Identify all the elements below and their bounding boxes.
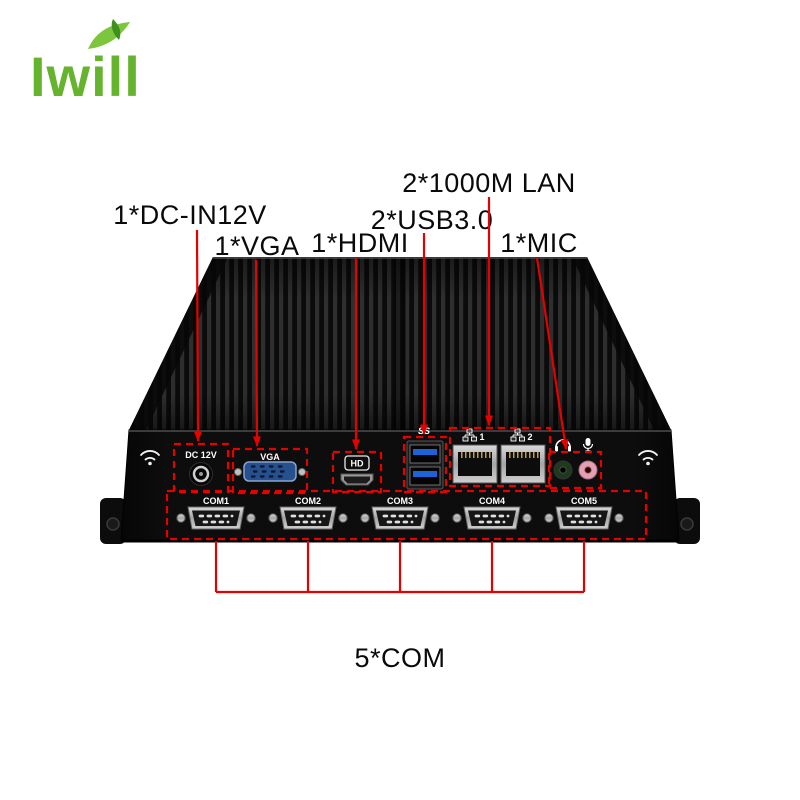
com-port-3: COM3 xyxy=(360,496,440,530)
svg-text:COM3: COM3 xyxy=(387,496,413,506)
lan-port-2: 2 xyxy=(500,428,546,484)
chassis-heatsink xyxy=(129,257,671,430)
svg-text:COM4: COM4 xyxy=(479,496,505,506)
vga-leader-line xyxy=(252,259,261,447)
audio-highlight-box xyxy=(547,450,603,490)
usb-tongue-1 xyxy=(413,449,437,455)
usb-tongue-2 xyxy=(413,471,437,477)
ear-screw-right xyxy=(680,517,694,531)
com-port-5: COM5 xyxy=(544,496,624,530)
headphone-jack xyxy=(553,439,573,480)
label-vga: 1*VGA xyxy=(214,231,300,261)
com-port-1: COM1 xyxy=(176,496,256,530)
svg-text:COM5: COM5 xyxy=(571,496,597,506)
lan1-number: 1 xyxy=(479,432,484,442)
vga-port-label: VGA xyxy=(260,452,280,462)
dc-highlight-box xyxy=(172,442,230,494)
mic-leader-line xyxy=(535,257,569,450)
dc-leader-line xyxy=(193,229,202,442)
label-hdmi: 1*HDMI xyxy=(311,228,409,258)
vga-port: VGA xyxy=(234,452,306,482)
lan2-number: 2 xyxy=(527,432,532,442)
leaf-icon xyxy=(88,19,130,49)
hdmi-port: HD xyxy=(340,455,374,486)
hdmi-highlight-box xyxy=(331,450,383,494)
com-port-2: COM2 xyxy=(268,496,348,530)
com-bracket-lines xyxy=(214,541,586,594)
vga-highlight-box xyxy=(231,447,309,495)
com-port-4: COM4 xyxy=(452,496,532,530)
svg-text:COM2: COM2 xyxy=(295,496,321,506)
hdmi-badge: HD xyxy=(351,459,364,469)
label-lan: 2*1000M LAN xyxy=(402,168,576,198)
svg-text:COM1: COM1 xyxy=(203,496,229,506)
label-mic: 1*MIC xyxy=(500,228,578,258)
dc-port-label: DC 12V xyxy=(185,450,217,460)
brand-logo-text: Iwill xyxy=(30,45,141,108)
dc-power-jack: DC 12V xyxy=(185,450,217,486)
wifi-icon-right xyxy=(638,450,658,466)
brand-logo: Iwill xyxy=(26,19,216,116)
annotation-overlay xyxy=(165,197,648,594)
lan-highlight-box xyxy=(448,426,552,488)
label-usb: 2*USB3.0 xyxy=(370,205,494,235)
label-dc: 1*DC-IN12V xyxy=(113,200,267,230)
lan-port-1: 1 xyxy=(452,428,498,484)
ear-screw-left xyxy=(106,517,120,531)
wifi-icon-left xyxy=(140,450,160,466)
label-com: 5*COM xyxy=(354,643,446,673)
